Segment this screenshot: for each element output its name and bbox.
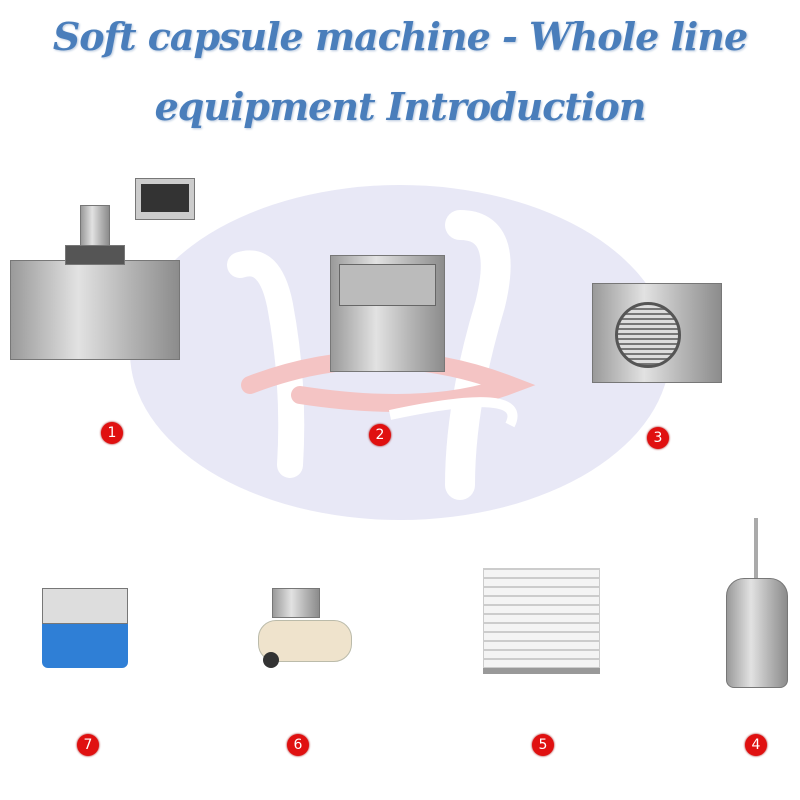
soft-capsule-machine-image — [10, 150, 195, 372]
equipment-number-badge: 4 — [745, 734, 767, 756]
chiller-unit-image — [592, 283, 722, 383]
melting-tank-image — [718, 518, 796, 695]
equipment-number-badge: 2 — [369, 424, 391, 446]
equipment-number-badge: 6 — [287, 734, 309, 756]
watermark-logo — [130, 185, 670, 520]
equipment-number-badge: 5 — [532, 734, 554, 756]
vacuum-pump-image — [42, 588, 128, 668]
equipment-number-badge: 7 — [77, 734, 99, 756]
tumble-dryer-image — [330, 255, 445, 372]
equipment-number-badge: 3 — [647, 427, 669, 449]
equipment-number-badge: 1 — [101, 422, 123, 444]
page-title-line-2: equipment Introduction — [154, 84, 647, 129]
page-title-line-1: Soft capsule machine - Whole line — [52, 14, 748, 59]
drying-tray-cart-image — [483, 568, 600, 685]
air-compressor-image — [258, 588, 352, 672]
